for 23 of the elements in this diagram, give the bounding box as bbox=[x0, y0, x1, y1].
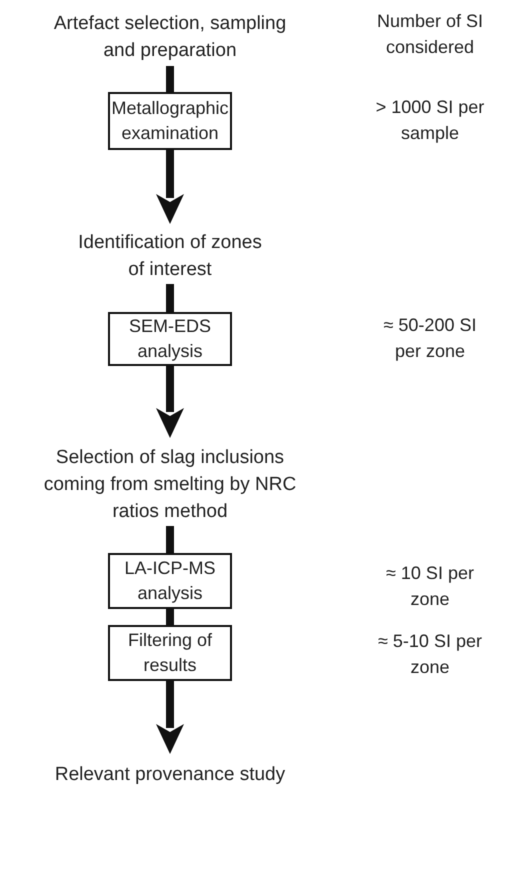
count-note: ≈ 50-200 SI per zone bbox=[382, 314, 478, 363]
connector-line bbox=[166, 66, 174, 92]
process-box bbox=[108, 553, 232, 609]
step-text: Selection of slag inclusions coming from smelting by NRC ratios method bbox=[42, 446, 298, 524]
count-note: ≈ 10 SI per zone bbox=[385, 562, 475, 611]
count-note: ≈ 5-10 SI per zone bbox=[377, 630, 483, 679]
connector-line bbox=[166, 284, 174, 312]
arrow bbox=[156, 681, 184, 754]
arrow bbox=[156, 150, 184, 224]
column-heading: Number of SI considered bbox=[376, 10, 484, 59]
process-box bbox=[108, 625, 232, 681]
process-box bbox=[108, 312, 232, 366]
arrow bbox=[156, 366, 184, 438]
connector-line bbox=[166, 526, 174, 553]
box-label: Metallographic examination bbox=[110, 97, 230, 145]
step-text: Identification of zones of interest bbox=[77, 231, 263, 282]
box-label: Filtering of results bbox=[126, 629, 214, 677]
box-label: SEM-EDS analysis bbox=[128, 315, 212, 363]
count-note: > 1000 SI per sample bbox=[374, 96, 486, 145]
step-text: Artefact selection, sampling and preparation bbox=[52, 12, 288, 63]
connector-line bbox=[166, 609, 174, 625]
box-label: LA-ICP-MS analysis bbox=[123, 557, 216, 605]
step-text: Relevant provenance study bbox=[54, 762, 286, 786]
